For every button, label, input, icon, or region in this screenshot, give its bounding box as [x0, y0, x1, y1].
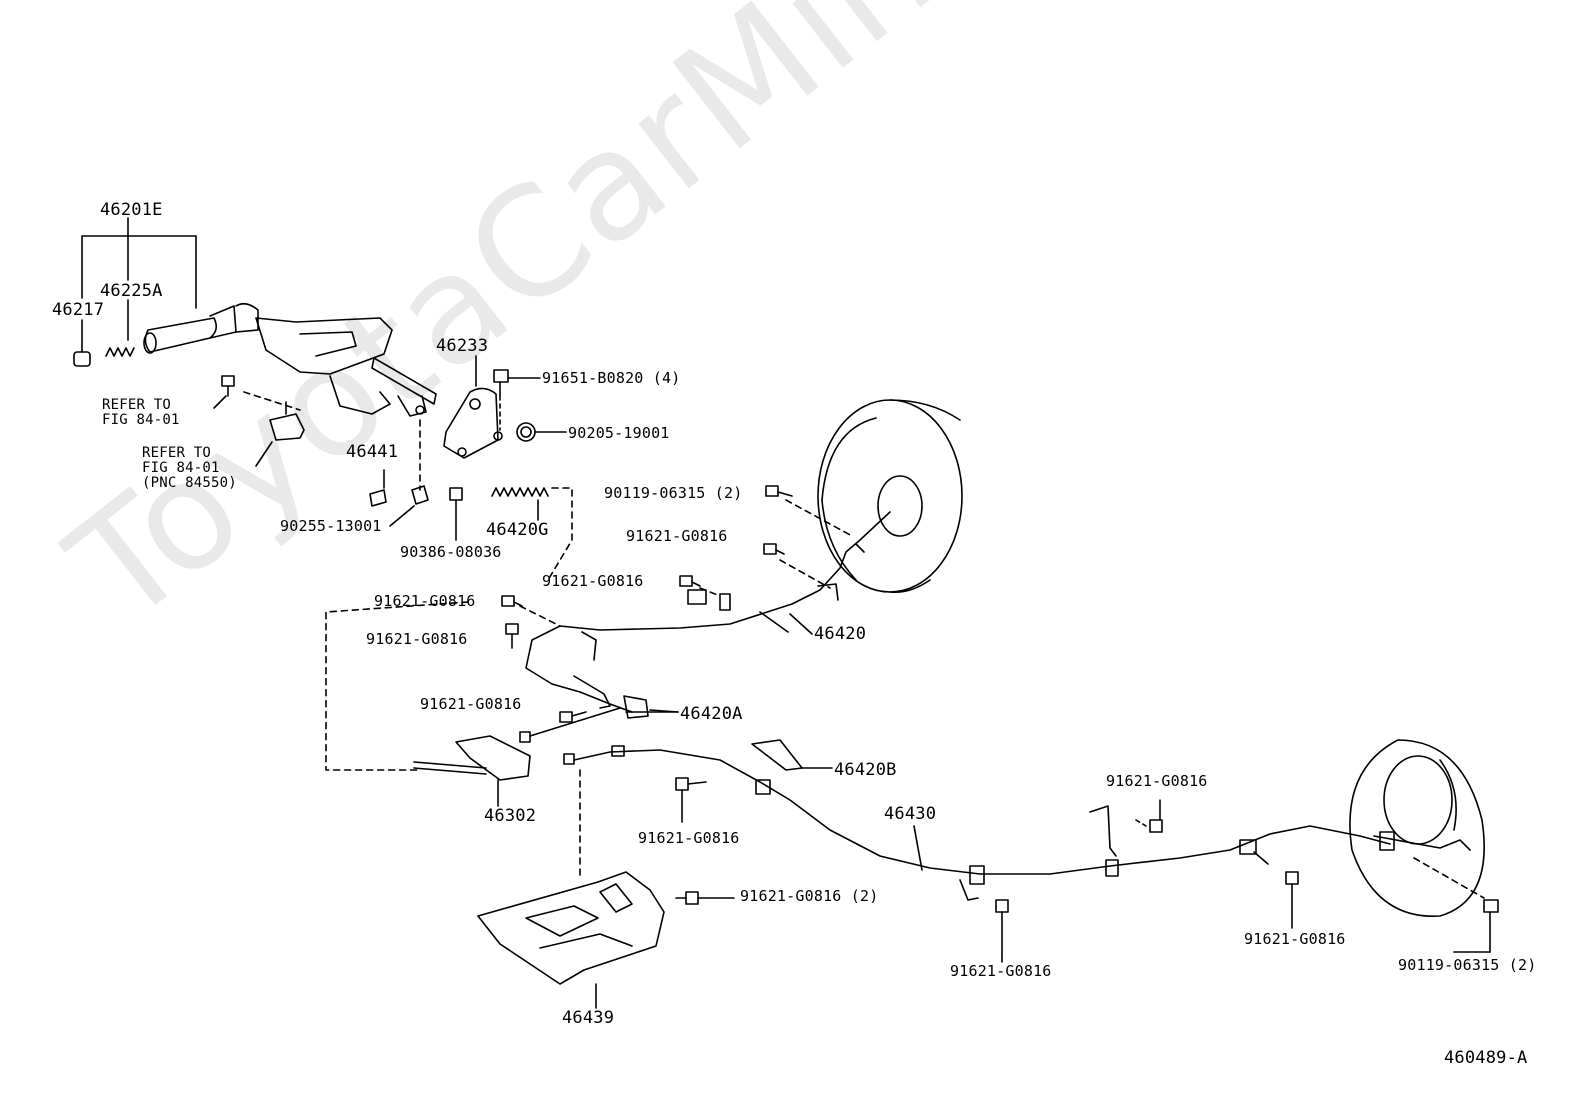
label-91621-g0816-b: 91621-G0816: [542, 572, 644, 590]
bolt-91621c: [501, 595, 523, 607]
label-refer-to-2: REFER TO FIG 84-01 (PNC 84550): [142, 445, 237, 491]
bolt-91651: [493, 369, 521, 431]
bolt-91621a: [763, 543, 785, 555]
bolt-90119a: [765, 485, 793, 497]
pin-46441: [369, 469, 387, 507]
cover-46439: [477, 871, 665, 1009]
nut-90386: [449, 487, 463, 541]
label-91621-g0816-a: 91621-G0816: [626, 527, 728, 545]
label-46225a: 46225A: [100, 281, 163, 301]
bolt-91621d: [505, 623, 519, 649]
label-91621-g0816-c: 91621-G0816: [374, 592, 476, 610]
label-46439: 46439: [562, 1008, 615, 1028]
bolt-91621f: [675, 777, 707, 823]
label-91651-b0820: 91651-B0820 (4): [542, 369, 681, 387]
cable-46420: [525, 511, 891, 713]
label-91621-g0816-e: 91621-G0816: [420, 695, 522, 713]
label-46430: 46430: [884, 804, 937, 824]
bolt-90119b: [1413, 857, 1499, 953]
push-button-46217: [73, 351, 91, 367]
spring-46420g: [491, 487, 549, 521]
label-46233: 46233: [436, 336, 489, 356]
label-91621-g0816-j: 91621-G0816: [1244, 930, 1346, 948]
label-46420g: 46420G: [486, 520, 549, 540]
label-90255-13001: 90255-13001: [280, 517, 382, 535]
label-46420a: 46420A: [680, 704, 743, 724]
cable-46430: [563, 745, 1391, 901]
leader-46201e: [81, 217, 197, 353]
bolt-refer-1: [213, 375, 235, 409]
label-46302: 46302: [484, 806, 537, 826]
label-46420: 46420: [814, 624, 867, 644]
washer-90205: [516, 422, 567, 442]
bolt-91621j: [1285, 871, 1299, 929]
label-46441: 46441: [346, 442, 399, 462]
label-46217: 46217: [52, 300, 105, 320]
label-91621-g0816-g: 91621-G0816: [1106, 772, 1208, 790]
figure-id: 460489-A: [1444, 1048, 1528, 1068]
switch-refer-2: [255, 401, 305, 467]
label-46201e: 46201E: [100, 200, 163, 220]
bolt-91621h: [675, 891, 735, 905]
bolt-91621e: [559, 711, 587, 723]
brake-lever-assembly: [255, 317, 437, 417]
bolt-91621i: [995, 899, 1009, 961]
bolt-91621b: [679, 575, 701, 587]
brake-drum-upper: [817, 399, 963, 594]
plate-46302: [413, 735, 531, 807]
bolt-91621g: [1135, 799, 1163, 833]
brake-drum-lower: [1349, 739, 1485, 917]
label-90119-06315-upper: 90119-06315 (2): [604, 484, 743, 502]
bracket-46233: [443, 355, 503, 459]
label-90119-06315-lower: 90119-06315 (2): [1398, 956, 1537, 974]
label-91621-g0816-f: 91621-G0816: [638, 829, 740, 847]
label-91621-g0816-d: 91621-G0816: [366, 630, 468, 648]
adjuster-46420a: [519, 675, 679, 743]
label-refer-to-1: REFER TO FIG 84-01: [102, 397, 180, 428]
brake-lever-grip: [143, 302, 259, 354]
label-90205-19001: 90205-19001: [568, 424, 670, 442]
label-91621-g0816-h: 91621-G0816 (2): [740, 887, 879, 905]
label-46420b: 46420B: [834, 760, 897, 780]
label-91621-g0816-i: 91621-G0816: [950, 962, 1052, 980]
spring-46225a: [105, 347, 135, 357]
label-90386-08036: 90386-08036: [400, 543, 502, 561]
clip-90255: [389, 485, 429, 527]
bracket-46420b: [751, 739, 833, 771]
